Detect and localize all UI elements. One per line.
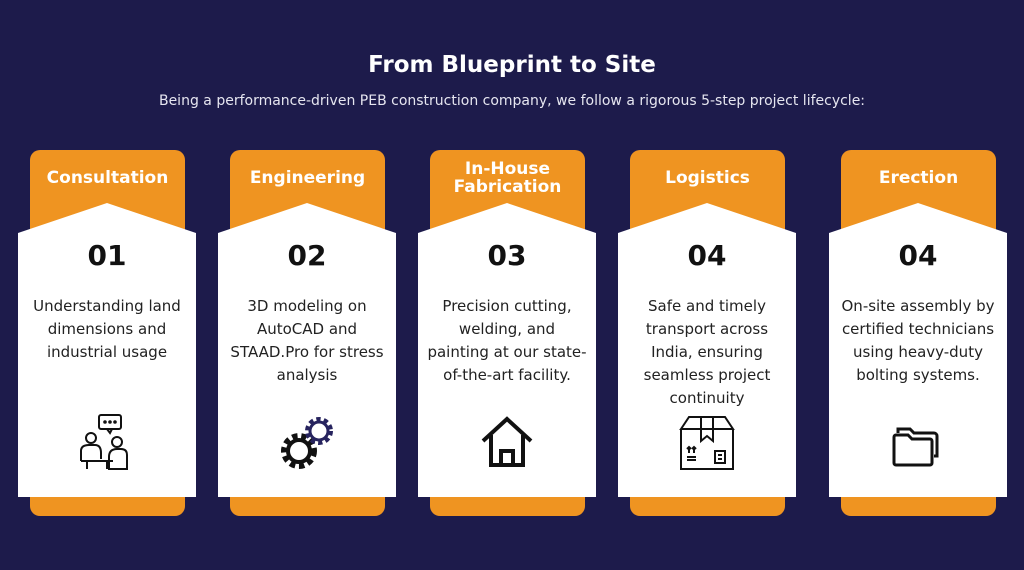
step-label: Consultation (46, 167, 169, 188)
step-card-engineering: Engineering 02 3D modeling on AutoCAD an… (218, 150, 396, 516)
step-body: 01 Understanding land dimensions and ind… (18, 203, 196, 497)
step-card-logistics: Logistics 04 Safe and timely transport a… (618, 150, 796, 516)
step-number: 03 (487, 239, 527, 272)
page-title: From Blueprint to Site (368, 52, 656, 78)
step-description: On-site assembly by certified technician… (841, 297, 995, 384)
step-number: 02 (287, 239, 327, 272)
consultation-icon (80, 414, 128, 470)
step-number: 01 (87, 239, 127, 272)
step-description: Precision cutting, welding, and painting… (427, 297, 587, 384)
step-body: 04 On-site assembly by certified technic… (829, 203, 1007, 497)
gears-icon (281, 417, 333, 469)
step-card-fabrication: In-House Fabrication 03 Precision cuttin… (418, 150, 596, 516)
folder-icon (892, 427, 939, 467)
step-number: 04 (687, 239, 727, 272)
house-icon (481, 416, 533, 467)
step-label: Logistics (665, 167, 750, 188)
box-icon (679, 416, 735, 470)
step-body: 02 3D modeling on AutoCAD and STAAD.Pro … (218, 203, 396, 497)
step-description: Understanding land dimensions and indust… (33, 297, 181, 361)
step-body: 04 Safe and timely transport across Indi… (618, 203, 796, 497)
page-subtitle: Being a performance-driven PEB construct… (158, 93, 866, 109)
step-number: 04 (898, 239, 938, 272)
step-label: Engineering (249, 167, 366, 188)
step-card-consultation: Consultation 01 Understanding land dimen… (18, 150, 196, 516)
step-body: 03 Precision cutting, welding, and paint… (418, 203, 596, 497)
step-description: Safe and timely transport across India, … (643, 297, 771, 407)
step-description: 3D modeling on AutoCAD and STAAD.Pro for… (230, 297, 384, 384)
step-card-erection: Erection 04 On-site assembly by certifie… (829, 150, 1007, 516)
step-label: In-House Fabrication (453, 158, 562, 197)
step-label: Erection (878, 167, 959, 188)
